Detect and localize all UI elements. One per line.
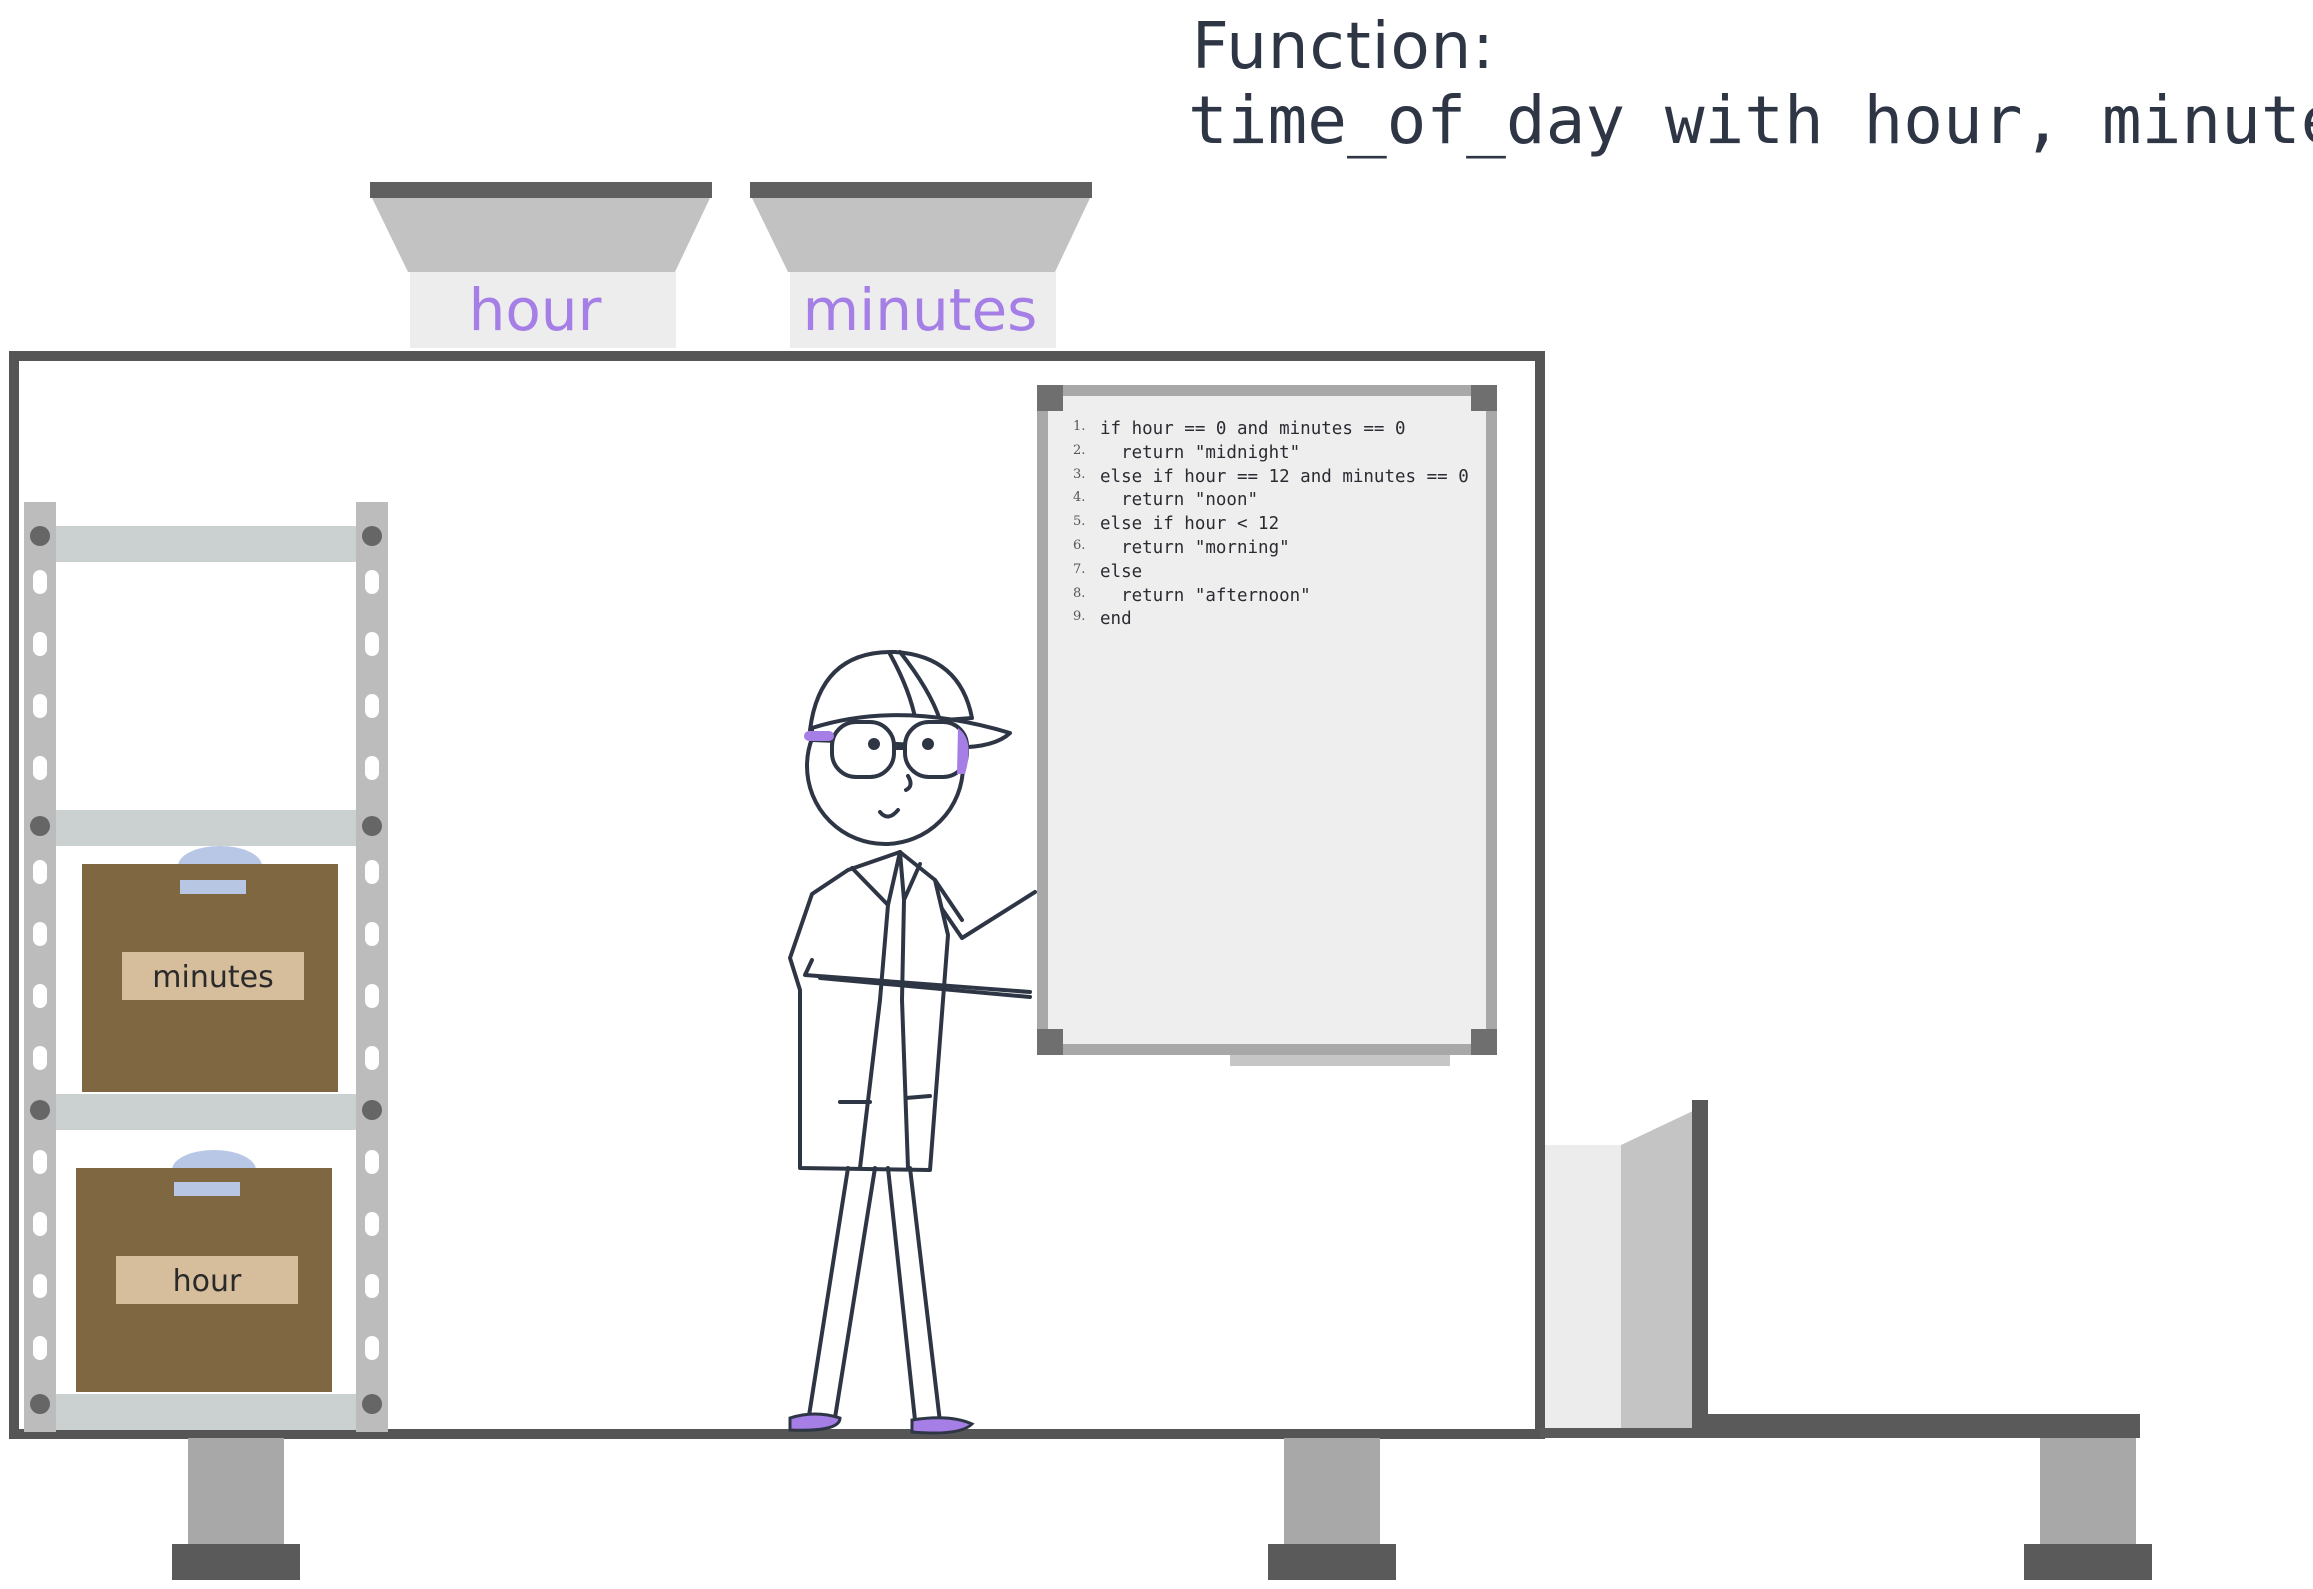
glasses-accent	[804, 728, 969, 774]
line-number: 6.	[1073, 537, 1086, 553]
line-number: 7.	[1073, 561, 1086, 577]
code-text: else if hour < 12	[1100, 514, 1280, 535]
line-number: 2.	[1073, 442, 1086, 458]
whiteboard-code: 1. if hour == 0 and minutes == 0 2. retur…	[1073, 418, 1475, 632]
code-text: return "morning"	[1100, 537, 1290, 558]
box-minutes: minutes	[82, 846, 338, 1092]
whiteboard	[1037, 385, 1497, 1066]
code-line: 7. else	[1073, 561, 1475, 585]
hopper-hour: hour	[370, 182, 712, 348]
machine-legs	[172, 1438, 2152, 1580]
code-line: 3. else if hour == 12 and minutes == 0	[1073, 466, 1475, 490]
code-line: 2. return "midnight"	[1073, 442, 1475, 466]
line-number: 9.	[1073, 609, 1086, 625]
shoes	[788, 1412, 975, 1435]
line-number: 3.	[1073, 466, 1086, 482]
storage-shelf	[24, 502, 388, 1432]
line-number: 4.	[1073, 490, 1086, 506]
hopper-minutes: minutes	[750, 182, 1092, 348]
line-number: 5.	[1073, 514, 1086, 530]
code-text: return "noon"	[1100, 490, 1259, 511]
box-hour-label: hour	[173, 1264, 242, 1299]
hopper-hour-label: hour	[469, 276, 602, 344]
code-line: 9. end	[1073, 608, 1475, 632]
box-minutes-label: minutes	[152, 960, 273, 995]
code-text: end	[1100, 609, 1132, 630]
line-number: 8.	[1073, 585, 1086, 601]
hopper-minutes-label: minutes	[803, 276, 1038, 344]
scientist-figure	[788, 649, 1037, 1426]
box-hour: hour	[76, 1150, 332, 1392]
code-text: if hour == 0 and minutes == 0	[1100, 419, 1406, 439]
function-signature: time_of_day with hour, minutes	[1188, 82, 2313, 159]
code-line: 8. return "afternoon"	[1073, 585, 1475, 609]
code-line: 5. else if hour < 12	[1073, 513, 1475, 537]
line-number: 1.	[1073, 419, 1086, 434]
code-text: return "midnight"	[1100, 442, 1301, 463]
code-text: else	[1100, 561, 1143, 582]
code-text: else if hour == 12 and minutes == 0	[1100, 466, 1469, 487]
output-tray	[1540, 1100, 2140, 1438]
code-line: 4. return "noon"	[1073, 489, 1475, 513]
code-line: 6. return "morning"	[1073, 537, 1475, 561]
code-text: return "afternoon"	[1100, 585, 1311, 606]
code-line: 1. if hour == 0 and minutes == 0	[1073, 418, 1475, 442]
function-heading: Function:	[1192, 10, 1495, 84]
